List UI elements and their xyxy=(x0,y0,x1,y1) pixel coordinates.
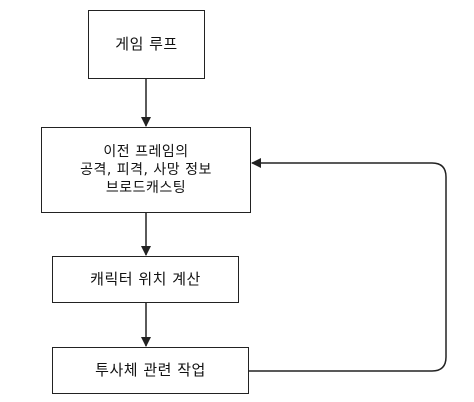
broadcast-label-line-2: 공격, 피격, 사망 정보 xyxy=(80,162,212,178)
game-loop-label: 게임 루프 xyxy=(115,35,178,53)
broadcast-label-line-3: 브로드캐스팅 xyxy=(105,180,187,196)
broadcast-box: 이전 프레임의 공격, 피격, 사망 정보 브로드캐스팅 xyxy=(41,127,251,213)
arrow-loopback-projectile-to-broadcast xyxy=(249,158,447,372)
character-position-label: 캐릭터 위치 계산 xyxy=(90,270,201,288)
character-position-box: 캐릭터 위치 계산 xyxy=(52,256,239,303)
projectile-label: 투사체 관련 작업 xyxy=(95,361,206,379)
broadcast-label: 이전 프레임의 공격, 피격, 사망 정보 브로드캐스팅 xyxy=(80,143,212,197)
game-loop-box: 게임 루프 xyxy=(88,10,205,79)
broadcast-label-line-1: 이전 프레임의 xyxy=(103,144,189,160)
projectile-box: 투사체 관련 작업 xyxy=(52,347,249,394)
